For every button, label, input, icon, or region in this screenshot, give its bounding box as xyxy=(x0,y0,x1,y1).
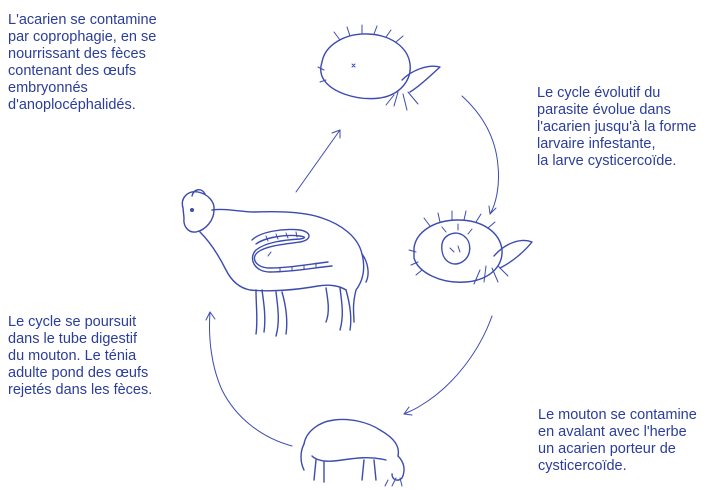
grazing-sheep-illustration xyxy=(301,419,404,486)
caption-mite-contamination: L'acarien se contamine par coprophagie, … xyxy=(8,12,218,114)
arrow-to-infected-mite xyxy=(462,96,499,214)
caption-adult-tapeworm: Le cycle se poursuit dans le tube digest… xyxy=(8,314,208,399)
cycle-arrows xyxy=(206,96,499,446)
mite-illustration xyxy=(318,25,440,110)
caption-sheep-contamination: Le mouton se contamine en avalant avec l… xyxy=(538,407,718,475)
arrow-to-sheep xyxy=(210,312,293,446)
arrow-to-grazing-sheep xyxy=(404,316,492,414)
infected-mite-illustration xyxy=(409,211,532,284)
arrow-to-mite xyxy=(296,130,340,192)
caption-larval-development: Le cycle évolutif du parasite évolue dan… xyxy=(537,85,717,170)
